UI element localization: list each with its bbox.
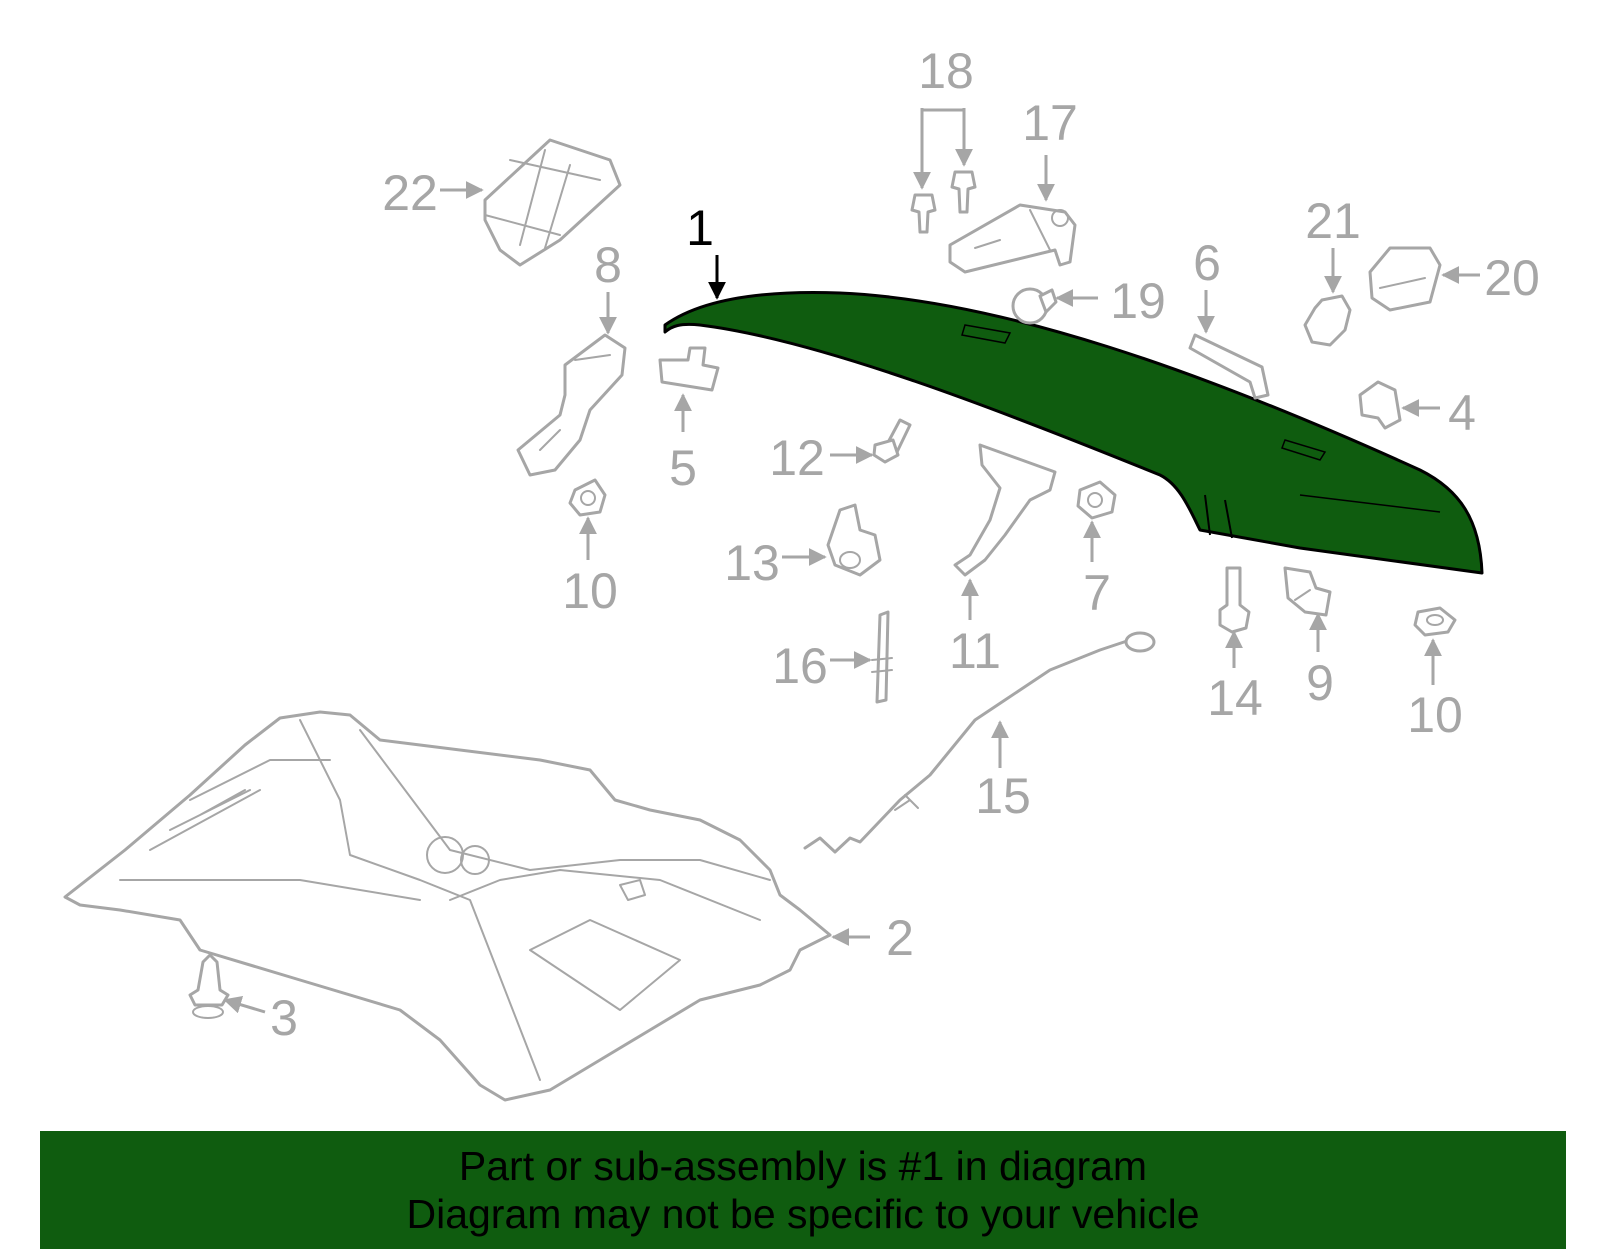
clip-part-4: 4 [1358, 380, 1476, 441]
hinge-part-17: 17 [948, 95, 1078, 274]
nut-part-10-right: 10 [1407, 606, 1463, 743]
arm-part-11: 11 [949, 443, 1057, 679]
callout-label-5: 5 [669, 440, 697, 496]
callout-label-22: 22 [382, 165, 438, 221]
banner-line-2: Diagram may not be specific to your vehi… [406, 1191, 1200, 1237]
callout-label-8: 8 [594, 237, 622, 293]
callout-label-17: 17 [1022, 95, 1078, 151]
callout-label-18: 18 [918, 43, 974, 99]
pin-part-16: 16 [772, 610, 893, 704]
nut-part-7: 7 [1076, 480, 1117, 621]
callout-label-11: 11 [949, 623, 1001, 679]
callout-label-1: 1 [686, 200, 714, 256]
callout-1: 1 [686, 200, 726, 300]
callout-label-6: 6 [1193, 235, 1221, 291]
bumper-part-13: 13 [724, 503, 882, 591]
callout-label-10-left: 10 [562, 563, 618, 619]
callout-label-7: 7 [1083, 565, 1111, 621]
bolts-part-18: 18 [910, 43, 977, 234]
grommet-part-19: 19 [1011, 273, 1166, 329]
callout-label-4: 4 [1448, 385, 1476, 441]
nut-part-10-left: 10 [562, 478, 618, 619]
callout-label-9: 9 [1306, 655, 1334, 711]
pushpin-part-3: 3 [188, 953, 298, 1046]
info-banner: Part or sub-assembly is #1 in diagram Di… [40, 1131, 1566, 1249]
clip-part-9: 9 [1283, 566, 1334, 711]
callout-label-12: 12 [769, 430, 825, 486]
clip-part-5: 5 [658, 346, 720, 496]
callout-label-14: 14 [1207, 670, 1263, 726]
callout-label-21: 21 [1305, 193, 1361, 249]
callout-label-2: 2 [886, 910, 914, 966]
callout-label-3: 3 [270, 990, 298, 1046]
stud-part-14: 14 [1207, 566, 1263, 726]
module-part-20: 20 [1368, 246, 1540, 312]
callout-label-16: 16 [772, 638, 828, 694]
callout-label-15: 15 [975, 768, 1031, 824]
panel-part-2: 2 [63, 710, 914, 1102]
callout-label-10-right: 10 [1407, 687, 1463, 743]
bulb-part-21: 21 [1303, 193, 1361, 347]
bracket-part-8: 8 [516, 237, 627, 477]
banner-line-1: Part or sub-assembly is #1 in diagram [458, 1143, 1148, 1189]
spoiler-part-1[interactable] [663, 291, 1484, 575]
lamp-part-22: 22 [382, 138, 622, 267]
callout-label-20: 20 [1484, 250, 1540, 306]
callout-label-19: 19 [1110, 273, 1166, 329]
bolt-part-12: 12 [769, 418, 912, 486]
parts-diagram: 1 22 8 10 5 12 13 [63, 43, 1540, 1102]
rod-part-6: 6 [1188, 235, 1270, 400]
cable-part-15: 15 [803, 631, 1156, 854]
callout-label-13: 13 [724, 535, 780, 591]
